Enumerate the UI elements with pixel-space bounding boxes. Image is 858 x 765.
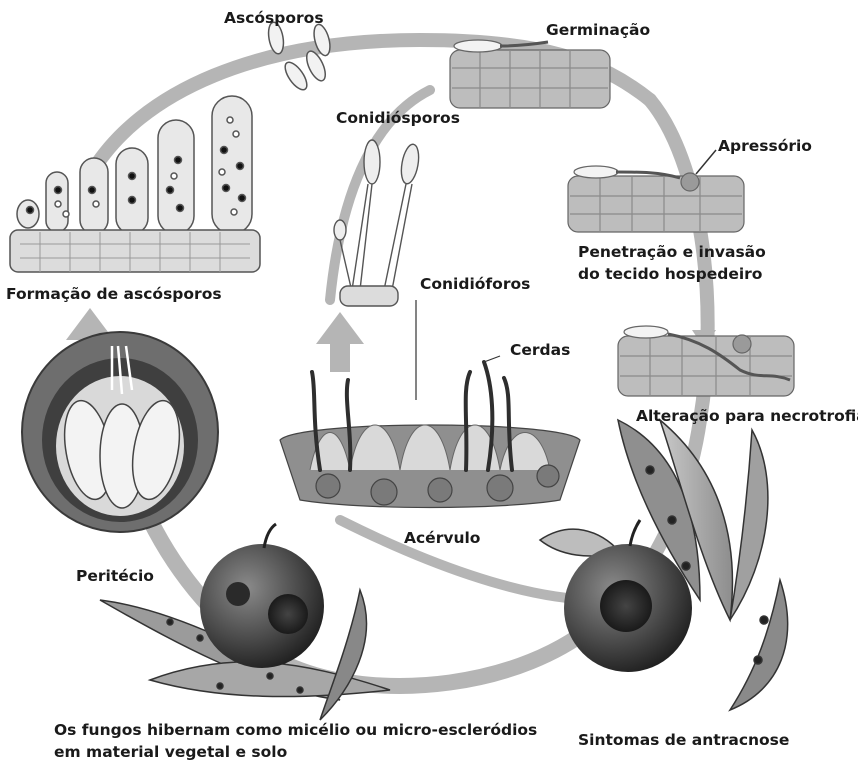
label-conidiosporos: Conidiósporos [336,108,460,128]
label-hibernam-line2: em material vegetal e solo [54,742,287,762]
label-hibernam-line1: Os fungos hibernam como micélio ou micro… [54,720,537,740]
arrow-head-acervulo [316,312,364,344]
label-sintomas-antracnose: Sintomas de antracnose [578,730,789,750]
label-alteracao-necrotrofia: Alteração para necrotrofia [636,406,858,426]
germination-tissue [450,40,610,108]
label-penetracao-line2: do tecido hospedeiro [578,264,762,284]
label-peritecio: Peritécio [76,566,154,586]
appressorium-tissue [568,150,744,232]
necrotrophy-tissue [618,326,794,396]
label-penetracao-line1: Penetração e invasão [578,242,766,262]
label-apressorio: Apressório [718,136,812,156]
arrow-shaft-acervulo [330,342,350,372]
label-conidioforos: Conidióforos [420,274,530,294]
label-formacao-ascosporos: Formação de ascósporos [6,284,222,304]
label-acervulo: Acérvulo [404,528,480,548]
acervulus [280,300,580,508]
label-ascosporos: Ascósporos [224,8,324,28]
apple-left [200,524,324,668]
label-germinacao: Germinação [546,20,650,40]
perithecium [22,332,218,532]
label-cerdas: Cerdas [510,340,570,360]
